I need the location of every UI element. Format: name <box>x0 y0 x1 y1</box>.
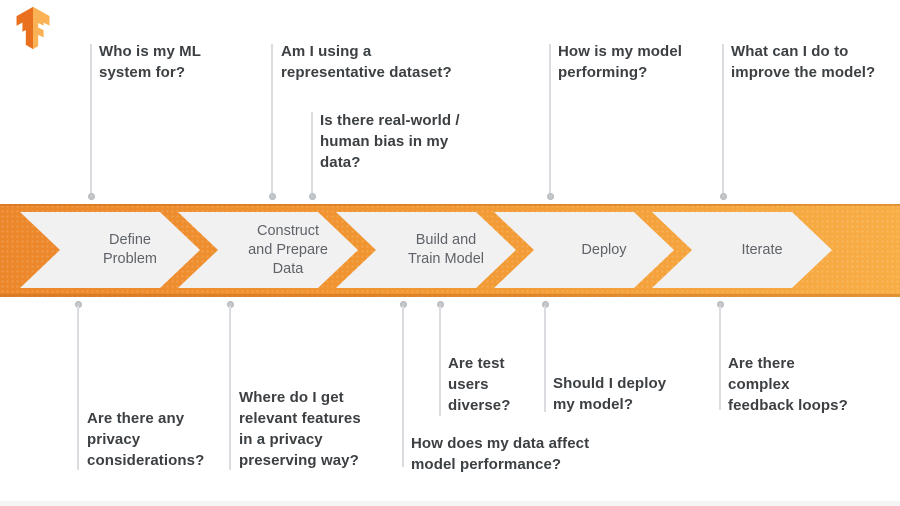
step-label: Iterate <box>741 241 783 258</box>
question-data-affect-performance: How does my data affect model performanc… <box>411 435 590 473</box>
connector-line <box>544 306 546 412</box>
step-label: Construct and Prepare Data <box>248 222 328 277</box>
question-representative-dataset: Am I using a representative dataset? <box>281 43 452 81</box>
step-deploy: Deploy <box>494 212 674 288</box>
connector-dot <box>269 193 276 200</box>
step-define-problem: Define Problem <box>20 212 200 288</box>
tensorflow-logo-icon <box>16 6 50 50</box>
connector-line <box>439 306 441 416</box>
bottom-edge-strip <box>0 501 900 506</box>
question-real-world-bias: Is there real-world / human bias in my d… <box>320 112 460 171</box>
step-label: Define Problem <box>103 232 157 267</box>
question-privacy-considerations: Are there any privacy considerations? <box>87 410 205 469</box>
connector-dot <box>400 301 407 308</box>
connector-dot <box>309 193 316 200</box>
connector-line <box>311 112 313 193</box>
question-improve-model: What can I do to improve the model? <box>731 43 876 81</box>
connector-line <box>229 306 231 470</box>
step-construct-prepare-data: Construct and Prepare Data <box>178 212 358 288</box>
step-label: Deploy <box>581 241 627 258</box>
question-should-deploy: Should I deploy my model? <box>553 375 667 413</box>
connector-line <box>719 306 721 410</box>
connector-dot <box>717 301 724 308</box>
question-feedback-loops: Are there complex feedback loops? <box>728 355 848 414</box>
connector-line <box>271 44 273 193</box>
connector-dot <box>227 301 234 308</box>
connector-dot <box>88 193 95 200</box>
connector-dot <box>75 301 82 308</box>
connector-dot <box>437 301 444 308</box>
connector-dot <box>720 193 727 200</box>
connector-line <box>722 44 724 193</box>
question-privacy-preserving-features: Where do I get relevant features in a pr… <box>239 389 361 469</box>
question-who-is-system-for: Who is my ML system for? <box>99 43 202 81</box>
connector-line <box>77 306 79 470</box>
question-test-users-diverse: Are test users diverse? <box>448 355 511 414</box>
connector-line <box>402 306 404 467</box>
question-model-performing: How is my model performing? <box>558 43 683 81</box>
connector-line <box>549 44 551 193</box>
connector-line <box>90 44 92 193</box>
connector-dot <box>547 193 554 200</box>
workflow-band: Define Problem Construct and Prepare Dat… <box>0 204 900 297</box>
step-build-train-model: Build and Train Model <box>336 212 516 288</box>
step-iterate: Iterate <box>652 212 832 288</box>
step-label: Build and Train Model <box>407 232 485 267</box>
connector-dot <box>542 301 549 308</box>
